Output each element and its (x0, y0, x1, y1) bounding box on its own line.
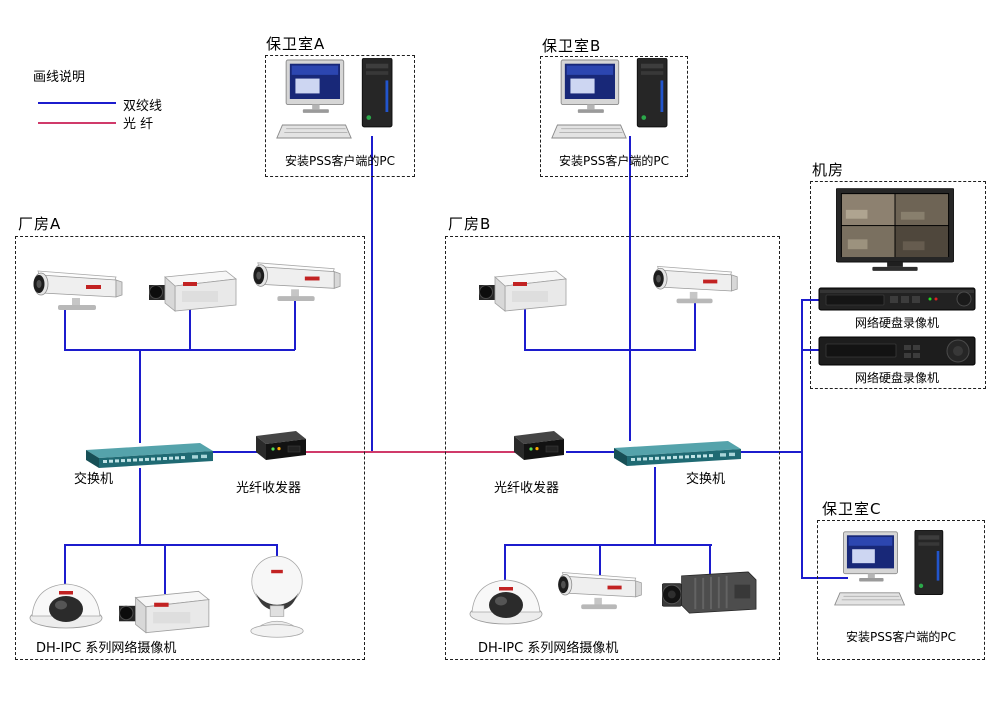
wire-plantB-procam-drop (709, 546, 711, 575)
wire-transceiverB-to-switchB (566, 451, 614, 453)
wire-plantB-dome-drop (504, 546, 506, 582)
guard-a-pc-label: 安装PSS客户端的PC (284, 154, 396, 168)
wire-plantB-cam1-drop (524, 308, 526, 350)
plant-b-box-camera-icon (478, 262, 570, 320)
guard-room-a-box (265, 55, 415, 177)
plant-a-transceiver-label: 光纤收发器 (236, 481, 302, 496)
wire-plantB-top-bus (524, 349, 696, 351)
plant-b-bullet-camera-1-icon (648, 254, 743, 309)
plant-a-box-camera-2-icon (118, 582, 213, 642)
legend-twisted-pair-label: 双绞线 (123, 99, 163, 114)
wire-plantA-cam1-drop (64, 306, 66, 350)
plant-a-bullet-camera-2-icon (248, 250, 346, 307)
wire-machine-room-riser (801, 299, 803, 579)
nvr2-icon (818, 336, 976, 366)
plant-b-box (445, 236, 780, 660)
wire-plantA-cam2-drop (189, 308, 191, 350)
plant-b-transceiver-label: 光纤收发器 (494, 481, 560, 496)
guard-room-c-title: 保卫室C (822, 500, 882, 518)
wire-plantA-ptz-drop (276, 546, 278, 558)
guard-room-a-title: 保卫室A (266, 35, 326, 53)
plant-a-box (15, 236, 365, 660)
wire-switchA-to-transceiverA (212, 451, 258, 453)
plant-b-bullet-camera-2-icon (553, 560, 647, 615)
guard-room-b-title: 保卫室B (542, 37, 602, 55)
wire-plantA-boxcam-drop (164, 546, 166, 594)
plant-b-camera-series-label: DH-IPC 系列网络摄像机 (478, 641, 619, 656)
nvr1-label: 网络硬盘录像机 (854, 316, 939, 330)
quad-monitor-icon (836, 188, 954, 273)
plant-b-title: 厂房B (448, 215, 492, 233)
legend-fiber-line (38, 122, 116, 124)
plant-a-ptz-camera-icon (245, 554, 309, 640)
wire-guardA-pc-to-switchA (371, 136, 373, 452)
wire-plantB-bottom-bus (504, 544, 712, 546)
wire-plantA-top-riser (139, 351, 141, 443)
nvr1-icon (818, 287, 976, 311)
plant-a-bullet-camera-1-icon (28, 258, 128, 316)
guard-b-pc-label: 安装PSS客户端的PC (558, 154, 670, 168)
wire-plantA-bottom-riser (139, 468, 141, 545)
wire-switchB-to-machine-room (740, 451, 802, 453)
wire-plantA-bottom-bus (64, 544, 278, 546)
guard-c-pc-icon (833, 530, 955, 619)
guard-a-pc-icon (275, 58, 405, 153)
plant-a-box-camera-1-icon (148, 262, 240, 320)
plant-a-camera-series-label: DH-IPC 系列网络摄像机 (36, 641, 177, 656)
plant-b-fiber-transceiver-icon (508, 427, 568, 463)
guard-room-b-box (540, 56, 688, 177)
machine-room-box (810, 181, 986, 389)
plant-a-switch-icon (80, 441, 215, 469)
wire-guardB-pc-to-switchB (629, 136, 631, 441)
wire-plantB-bullet-drop (599, 546, 601, 576)
plant-b-switch-label: 交换机 (686, 472, 726, 487)
plant-a-switch-label: 交换机 (74, 472, 114, 487)
plant-a-dome-camera-icon (28, 574, 104, 630)
plant-a-fiber-transceiver-icon (250, 427, 310, 463)
guard-c-pc-label: 安装PSS客户端的PC (845, 630, 957, 644)
plant-b-switch-icon (608, 439, 743, 467)
plant-b-pro-camera-icon (662, 563, 758, 624)
legend-title: 画线说明 (33, 70, 86, 85)
nvr2-label: 网络硬盘录像机 (854, 371, 939, 385)
plant-a-title: 厂房A (18, 215, 62, 233)
wire-plantA-dome-drop (64, 546, 66, 586)
wire-plantB-bottom-riser (654, 467, 656, 545)
guard-room-c-box (817, 520, 985, 660)
wire-guardC-pc-stub (801, 577, 848, 579)
legend-twisted-pair-line (38, 102, 116, 104)
wire-plantA-cam3-drop (294, 300, 296, 350)
guard-b-pc-icon (550, 58, 680, 153)
plant-b-dome-camera-icon (468, 570, 544, 626)
machine-room-title: 机房 (812, 161, 845, 179)
wire-plantA-top-bus (64, 349, 295, 351)
legend-fiber-label: 光 纤 (123, 117, 154, 132)
wire-plantB-cam2-drop (694, 302, 696, 350)
fiber-transceiverA-to-transceiverB (305, 451, 516, 453)
